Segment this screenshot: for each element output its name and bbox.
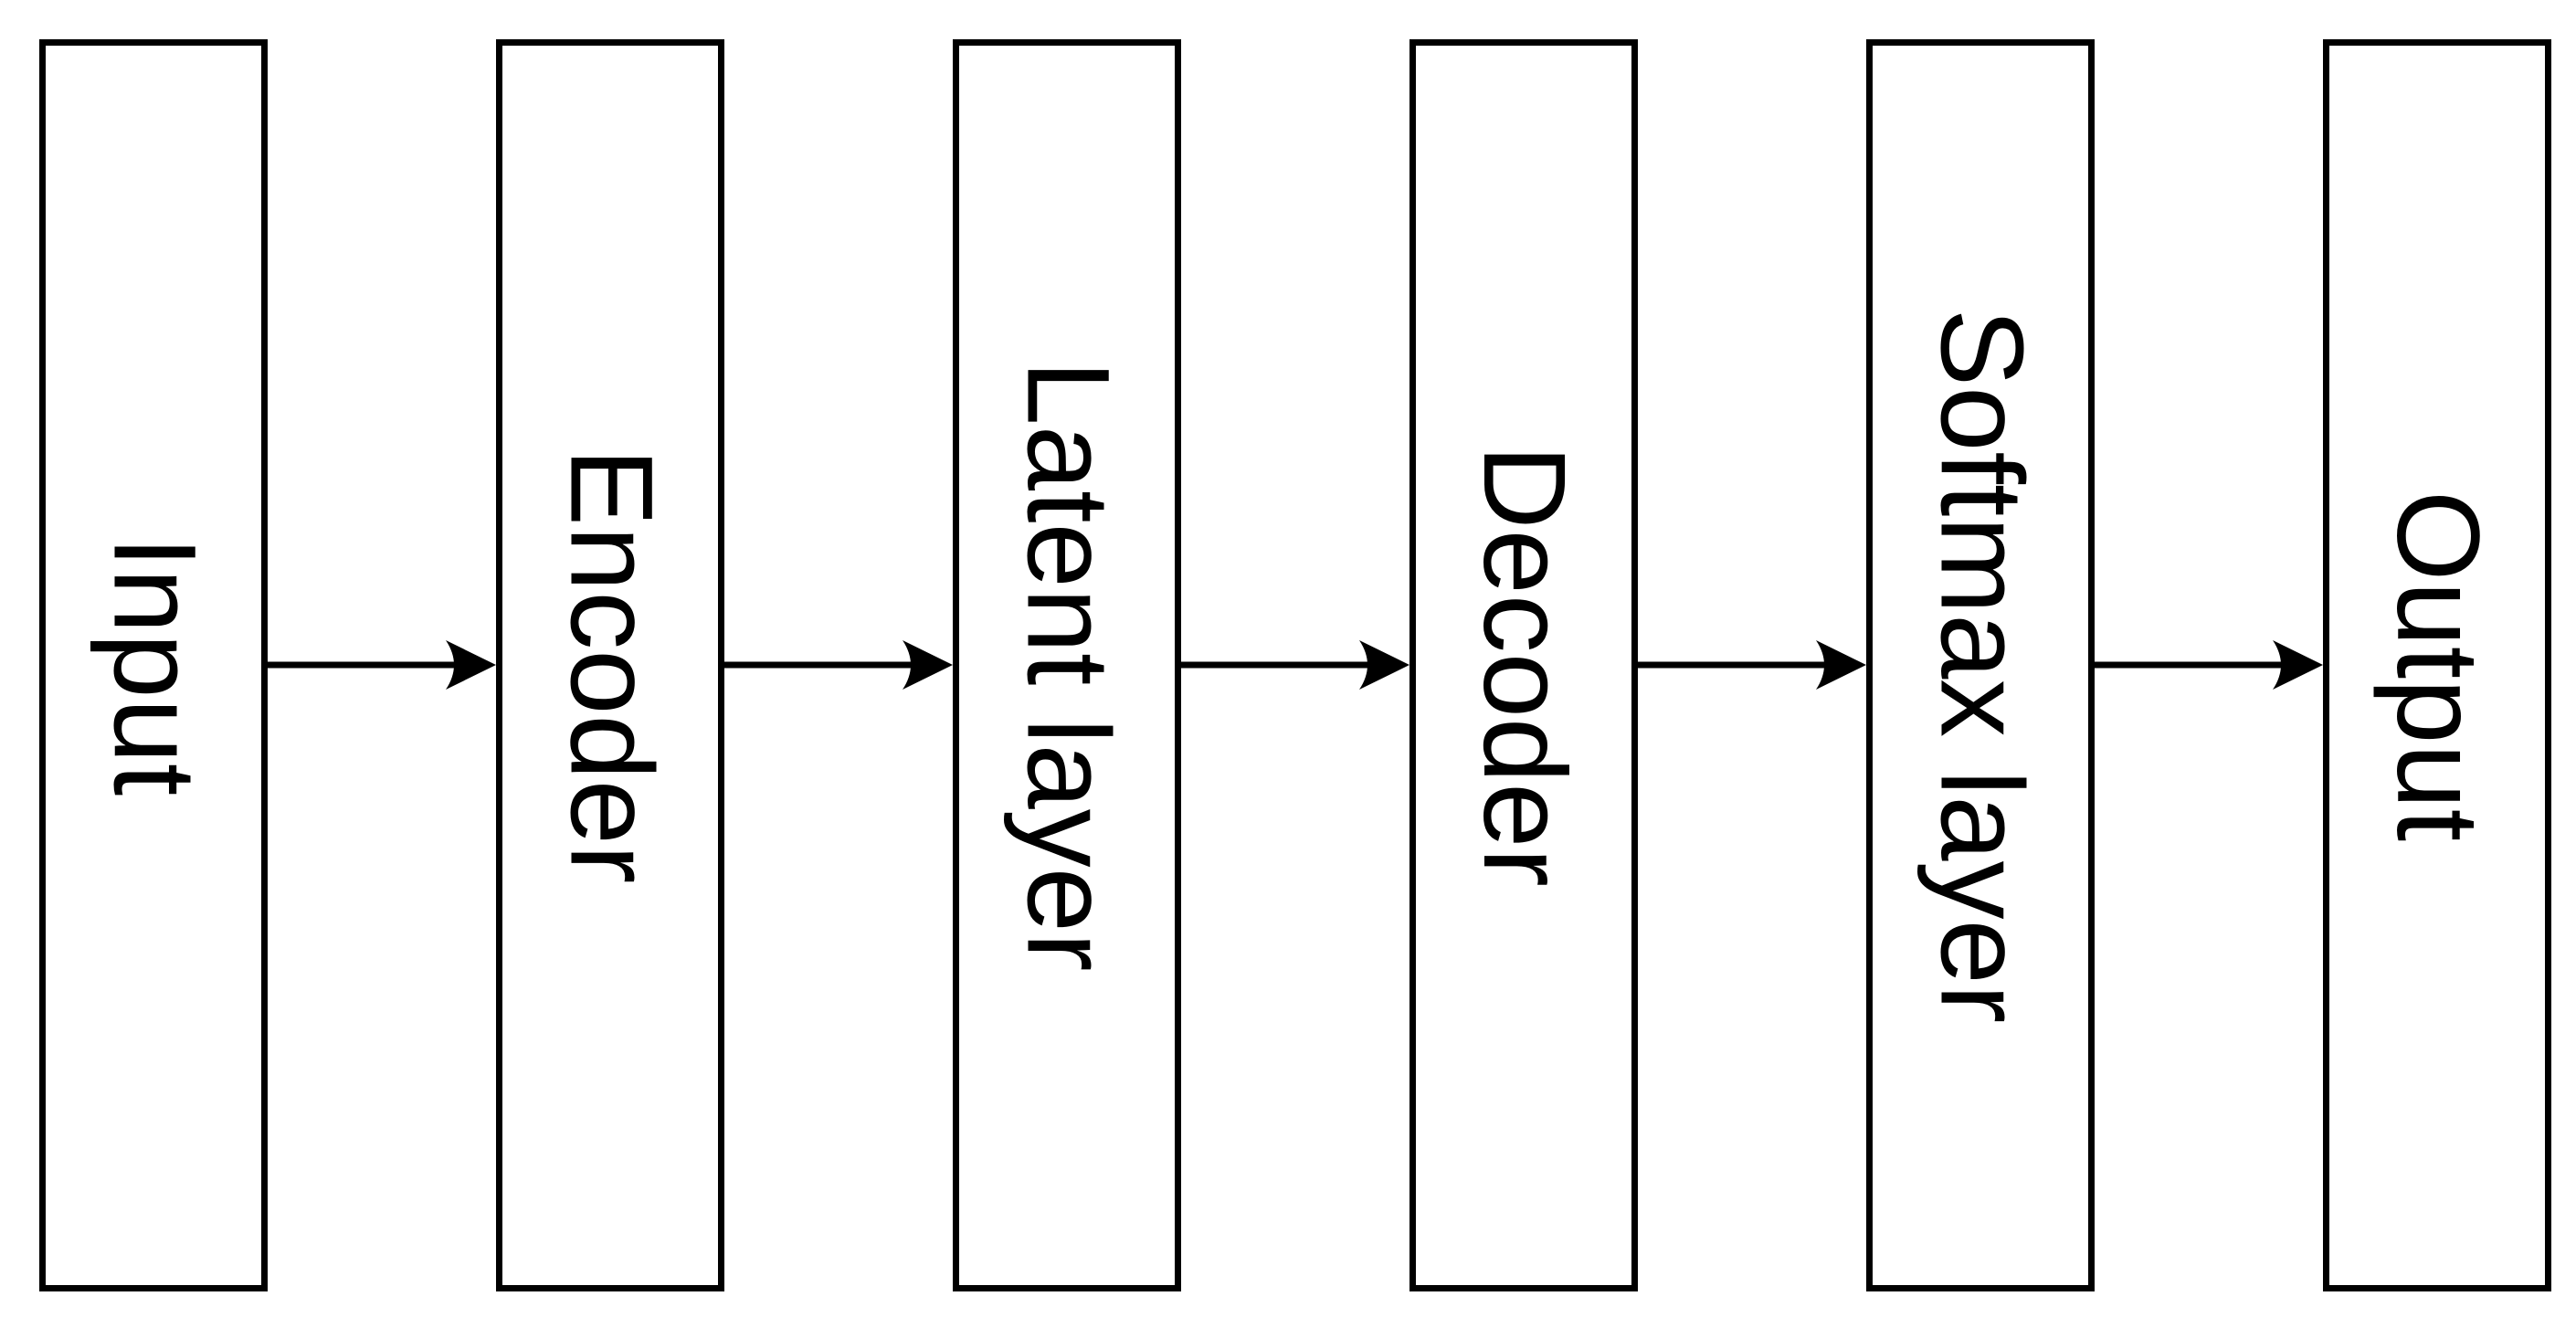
node-label: Softmax layer	[1916, 308, 2046, 1023]
node-input: Input	[39, 39, 268, 1291]
node-output: Output	[2323, 39, 2551, 1291]
arrow-decoder-to-softmax-layer	[1638, 610, 1866, 720]
arrow-right-icon	[2095, 640, 2323, 690]
arrow-encoder-to-latent-layer	[724, 610, 953, 720]
node-latent-layer: Latent layer	[953, 39, 1181, 1291]
node-label: Encoder	[545, 448, 676, 883]
node-label: Decoder	[1459, 444, 1589, 887]
node-encoder: Encoder	[496, 39, 724, 1291]
arrow-right-icon	[724, 640, 953, 690]
node-label: Output	[2372, 490, 2503, 841]
node-label: Latent layer	[1002, 360, 1133, 971]
arrow-right-icon	[1638, 640, 1866, 690]
node-decoder: Decoder	[1409, 39, 1638, 1291]
arrow-right-icon	[1181, 640, 1409, 690]
node-label: Input	[89, 535, 219, 796]
arrow-right-icon	[268, 640, 496, 690]
arrow-input-to-encoder	[268, 610, 496, 720]
arrow-latent-layer-to-decoder	[1181, 610, 1409, 720]
node-softmax-layer: Softmax layer	[1866, 39, 2095, 1291]
arrow-softmax-layer-to-output	[2095, 610, 2323, 720]
